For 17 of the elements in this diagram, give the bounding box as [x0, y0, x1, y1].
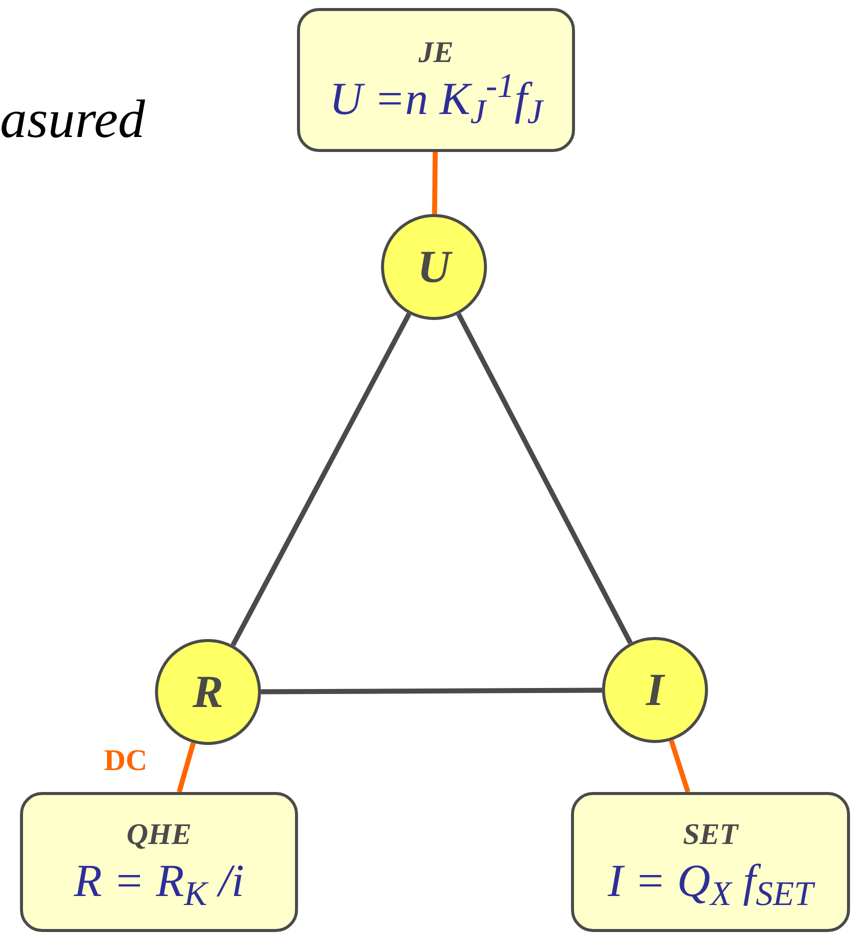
connector-line — [230, 312, 412, 646]
connector-line — [260, 688, 602, 694]
effect-name: QHE — [126, 820, 192, 850]
connector-line — [432, 152, 438, 214]
formula: I = Q$_{X}$ f$_{SET}$ — [608, 858, 814, 904]
quantity-symbol: R — [192, 669, 224, 715]
formula: U =n K$_{J}$$^{-1}$f$_{J}$ — [329, 76, 543, 122]
formula: R = R$_{K}$ /i — [74, 858, 244, 904]
effect-name: JE — [418, 38, 454, 68]
quantity-symbol: U — [417, 244, 451, 290]
effect-box — [297, 8, 575, 152]
caption-text: asured — [0, 92, 145, 146]
effect-box — [571, 792, 850, 932]
connector-line — [456, 312, 633, 644]
effect-box — [20, 792, 298, 932]
quantity-symbol: I — [646, 667, 664, 713]
effect-name: SET — [682, 820, 738, 850]
